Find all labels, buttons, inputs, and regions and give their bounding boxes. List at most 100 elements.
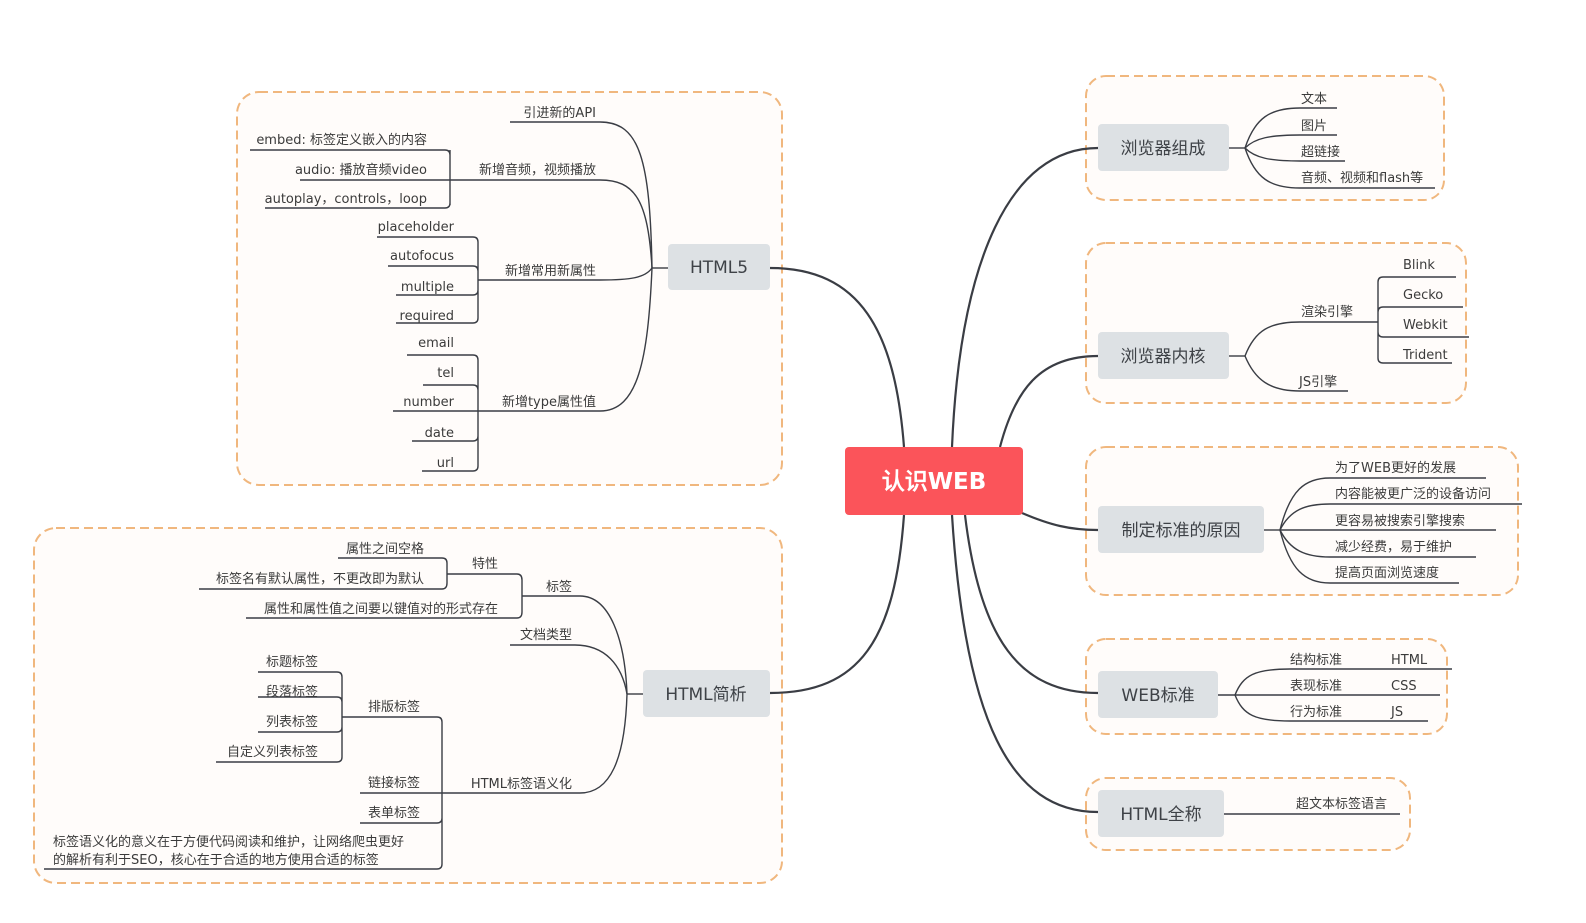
node-render-item[interactable]: Trident [1402,348,1448,363]
node-browser-item[interactable]: 图片 [1301,119,1327,134]
node-webstd-value[interactable]: HTML [1391,653,1428,668]
topic-kernel-label: 浏览器内核 [1121,347,1206,367]
node-render-item[interactable]: Blink [1403,258,1435,273]
root-topic[interactable] [845,447,1023,515]
connector-attrs [478,267,653,281]
connector-types [478,267,653,412]
bracket-media [250,149,452,209]
node-render[interactable]: 渲染引擎 [1301,305,1353,320]
node-type-item[interactable]: email [418,336,454,351]
node-layout-item[interactable]: 列表标签 [266,714,318,730]
node-type-item[interactable]: tel [437,366,454,381]
node-api[interactable]: 引进新的API [523,105,596,121]
connector-browser-item [1244,134,1337,149]
connector-browser-item [1244,147,1435,189]
boundary-html5 [236,91,783,486]
node-link[interactable]: 链接标签 [368,775,420,791]
node-types[interactable]: 新增type属性值 [502,394,596,410]
root-topic-label: 认识WEB [882,469,987,495]
connector-webstd-item [1234,694,1428,722]
node-layout[interactable]: 排版标签 [368,699,420,715]
topic-html5[interactable] [668,244,770,290]
topic-fullname-label: HTML全称 [1120,805,1201,825]
topic-html5-label: HTML5 [690,258,748,278]
node-render-item[interactable]: Webkit [1403,318,1448,333]
node-reason-item[interactable]: 为了WEB更好的发展 [1335,460,1456,476]
connector-root-webstd [963,514,1099,695]
node-media-item[interactable]: autoplay，controls，loop [265,192,427,207]
connector-reason-item [1279,529,1459,584]
boundary-reason [1085,446,1519,596]
node-layout-item[interactable]: 标题标签 [266,654,318,670]
node-layout-item[interactable]: 自定义列表标签 [227,744,318,760]
node-feature-item[interactable]: 标签名有默认属性，不更改即为默认 [216,571,424,587]
connector-reason-item [1279,529,1476,558]
node-doctype[interactable]: 文档类型 [520,628,572,643]
node-attr-item[interactable]: placeholder [378,220,455,235]
node-webstd-name[interactable]: 结构标准 [1290,653,1342,668]
node-browser-item[interactable]: 超链接 [1301,144,1340,160]
topic-fullname[interactable] [1098,790,1224,837]
node-tag[interactable]: 标签 [546,579,572,595]
node-webstd-value[interactable]: JS [1390,705,1403,720]
node-note-line[interactable]: 标签语义化的意义在于方便代码阅读和维护，让网络爬虫更好 [53,834,404,850]
node-feature-item[interactable]: 属性之间空格 [346,541,424,557]
connector-media [452,179,653,269]
node-webstd-name[interactable]: 行为标准 [1290,705,1342,720]
bracket-tag [246,573,523,619]
connector-browser-item [1244,147,1345,162]
topic-webstd[interactable] [1098,671,1218,718]
node-render-item[interactable]: Gecko [1403,288,1443,303]
connector-render [1244,321,1378,357]
connector-root-kernel [998,354,1099,448]
connector-js [1244,355,1348,392]
node-media-item[interactable]: audio: 播放音频video [295,162,427,178]
node-attr-item[interactable]: multiple [401,280,454,295]
bracket-semantic [44,716,443,870]
node-reason-item[interactable]: 内容能被更广泛的设备访问 [1335,486,1491,502]
node-type-item[interactable]: url [437,456,454,471]
boundary-html-intro [33,527,783,884]
connector-tag [522,595,628,695]
connector-doctype [510,644,628,695]
node-webstd-name[interactable]: 表现标准 [1290,679,1342,694]
node-attrs[interactable]: 新增常用新属性 [505,263,596,279]
node-type-item[interactable]: number [403,395,454,410]
connector-root-html5 [769,266,906,448]
topic-reason[interactable] [1098,506,1264,553]
topic-kernel[interactable] [1098,332,1229,379]
node-reason-item[interactable]: 更容易被搜索引擎搜索 [1335,513,1465,529]
connector-webstd-item [1234,668,1452,696]
bracket-feature [199,557,448,590]
node-type-item[interactable]: date [425,426,454,441]
node-media[interactable]: 新增音频，视频播放 [479,162,596,178]
topic-html-intro[interactable] [643,670,770,717]
node-browser-item[interactable]: 文本 [1301,92,1327,107]
node-semantic[interactable]: HTML标签语义化 [471,776,572,792]
node-webstd-value[interactable]: CSS [1391,679,1417,694]
connector-api [510,121,653,269]
node-fullname-value[interactable]: 超文本标签语言 [1296,796,1387,812]
bracket-types [393,354,479,472]
node-js[interactable]: JS引擎 [1298,375,1337,390]
node-reason-item[interactable]: 提高页面浏览速度 [1335,565,1439,581]
node-media-item[interactable]: embed: 标签定义嵌入的内容 [256,132,427,148]
node-attr-item[interactable]: required [400,309,454,324]
connector-root-browser [950,146,1099,448]
node-note-line[interactable]: 的解析有利于SEO，核心在于合适的地方使用合适的标签 [53,852,379,868]
bracket-render [1377,276,1469,364]
connector-semantic [442,693,628,794]
node-layout-item[interactable]: 段落标签 [266,684,318,700]
connector-browser-item [1244,107,1337,149]
topic-browser[interactable] [1098,124,1229,171]
node-feature[interactable]: 特性 [472,557,498,572]
topic-webstd-label: WEB标准 [1121,686,1194,706]
connector-reason-item [1279,503,1522,531]
node-browser-item[interactable]: 音频、视频和flash等 [1301,170,1423,186]
node-attr-item[interactable]: autofocus [390,249,454,264]
node-kv[interactable]: 属性和属性值之间要以键值对的形式存在 [264,601,498,617]
node-form[interactable]: 表单标签 [368,805,420,821]
node-reason-item[interactable]: 减少经费，易于维护 [1335,540,1452,555]
bracket-attrs [377,236,479,324]
